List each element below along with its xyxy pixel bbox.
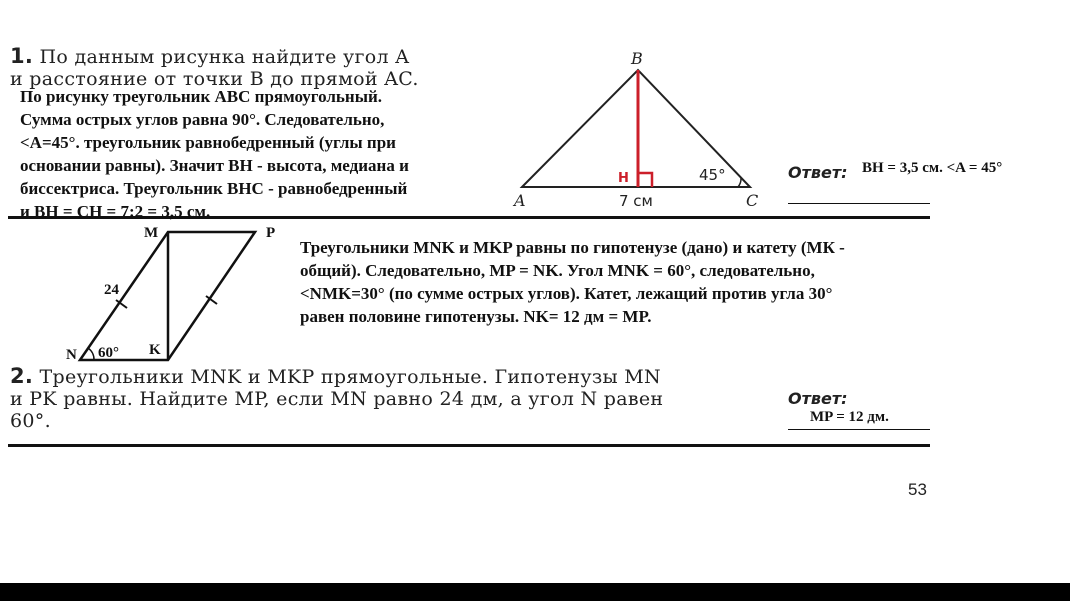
- task1-answer-label: Ответ:: [788, 163, 848, 182]
- tick-mn: [115, 299, 128, 309]
- bottom-black-bar: [0, 583, 1070, 601]
- task2-text-3: 60°.: [10, 410, 51, 432]
- label-k: K: [149, 342, 161, 358]
- label-base-length: 7 см: [619, 192, 653, 210]
- label-c: C: [746, 191, 758, 210]
- task2-number: 2.: [10, 364, 34, 388]
- label-a: A: [512, 191, 526, 210]
- label-b: B: [630, 49, 643, 68]
- task2-solution-line: общий). Следовательно, MP = NK. Угол MNK…: [300, 261, 815, 280]
- task1-number: 1.: [10, 44, 34, 68]
- task2-solution-line: равен половине гипотенузы. NK= 12 дм = M…: [300, 307, 652, 326]
- task1-solution-line: основании равны). Значит BH - высота, ме…: [20, 156, 409, 175]
- task1-answer-value: BH = 3,5 см. <A = 45°: [862, 160, 1003, 176]
- task1-text-1: По данным рисунка найдите угол A: [39, 46, 410, 68]
- task2-text-1: Треугольники MNK и MKP прямоугольные. Ги…: [39, 366, 661, 388]
- task1-solution-line: биссектриса. Треугольник BHC - равнобедр…: [20, 179, 408, 198]
- page-number: 53: [908, 480, 927, 499]
- task2-solution-line: <NMK=30° (по сумме острых углов). Катет,…: [300, 284, 833, 303]
- task2-answer-label: Ответ:: [788, 389, 848, 408]
- task2-line1: 2. Треугольники MNK и MKP прямоугольные.…: [10, 365, 780, 388]
- triangle-abc: [519, 68, 753, 188]
- label-p: P: [266, 225, 275, 241]
- task1-solution-line: <A=45°. треугольник равнобедренный (углы…: [20, 133, 396, 152]
- label-n: N: [66, 347, 77, 363]
- task1-solution: По рисунку треугольник ABC прямоугольный…: [20, 85, 490, 223]
- label-side-mn: 24: [104, 282, 120, 298]
- task2-statement: 2. Треугольники MNK и MKP прямоугольные.…: [10, 365, 780, 432]
- task1-solution-line: Сумма острых углов равна 90°. Следовател…: [20, 110, 385, 129]
- label-h: H: [618, 171, 629, 186]
- task1-solution-line: По рисунку треугольник ABC прямоугольный…: [20, 87, 383, 106]
- section-divider-1: [8, 216, 930, 219]
- task2-solution: Треугольники MNK и MKP равны по гипотену…: [300, 236, 940, 328]
- label-m: M: [144, 225, 158, 241]
- task2-answer-underline: [788, 429, 930, 430]
- angle-n-arc: [87, 347, 95, 361]
- task1-text-2: и расстояние от точки B до прямой AC.: [10, 68, 419, 90]
- triangle-abc-figure: B A C H 7 см 45°: [512, 49, 758, 210]
- task2-text-2: и PK равны. Найдите MP, если MN равно 24…: [10, 388, 664, 410]
- task2-answer-value: MP = 12 дм.: [810, 409, 889, 425]
- right-angle-mark: [638, 171, 654, 187]
- task1-answer-underline: [788, 203, 930, 204]
- label-angle-c: 45°: [699, 166, 726, 184]
- section-divider-2: [8, 444, 930, 447]
- parallelogram-mnkp-figure: M P N K 24 60°: [66, 225, 275, 363]
- tick-pk: [205, 295, 218, 305]
- angle-c-arc: [737, 177, 742, 188]
- label-angle-n: 60°: [98, 345, 119, 361]
- task1-statement: 1. По данным рисунка найдите угол A и ра…: [10, 45, 490, 90]
- parallelogram-nmpk: [77, 230, 258, 362]
- task1-line1: 1. По данным рисунка найдите угол A: [10, 45, 490, 68]
- task2-solution-line: Треугольники MNK и MKP равны по гипотену…: [300, 238, 845, 257]
